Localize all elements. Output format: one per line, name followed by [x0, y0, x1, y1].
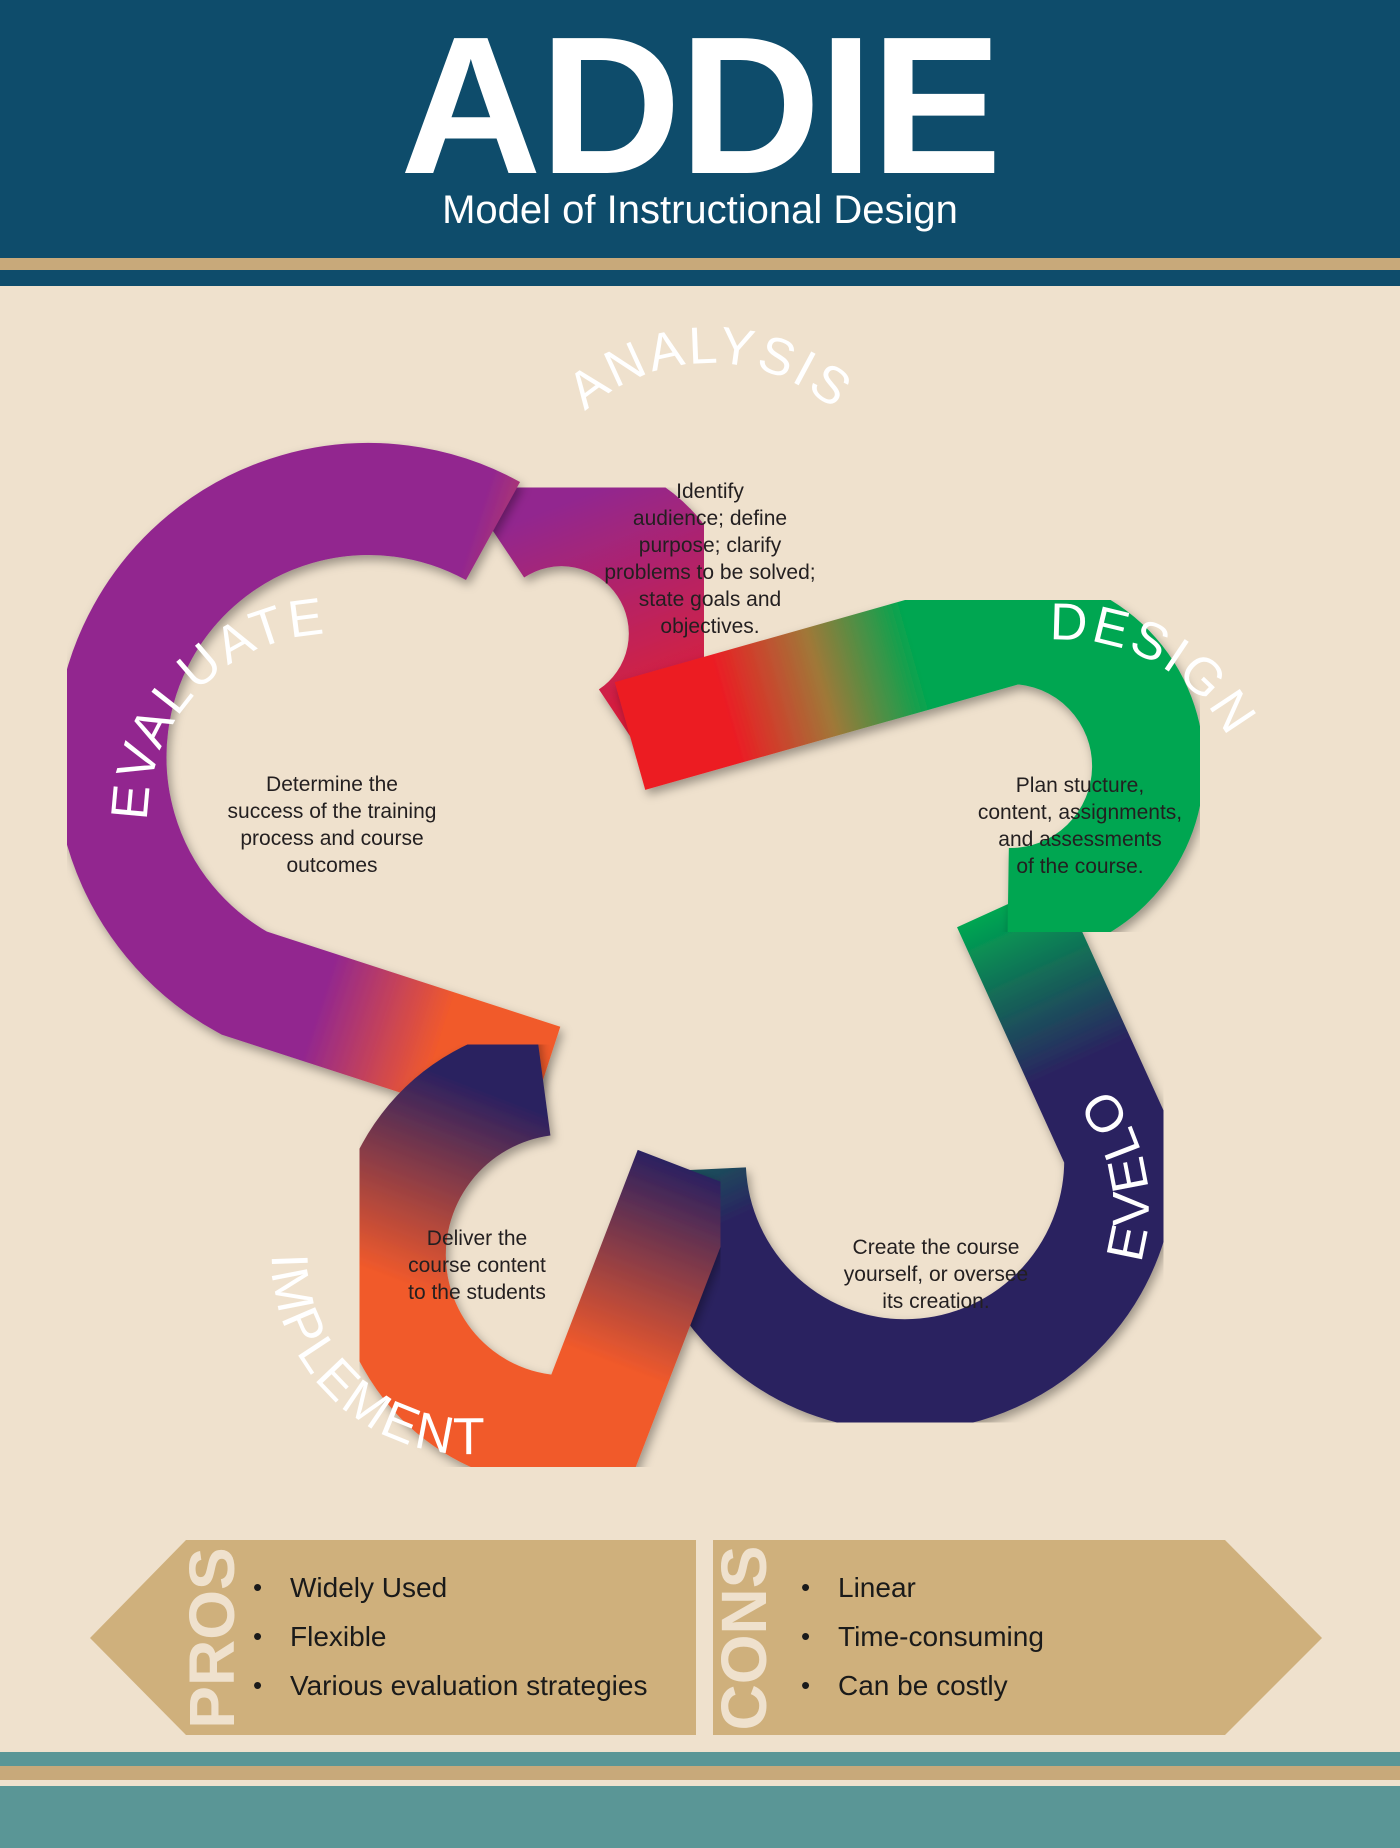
- design-description-line: of the course.: [1016, 855, 1144, 878]
- evaluate-description-line: process and course: [240, 827, 424, 850]
- page-subtitle: Model of Instructional Design: [442, 188, 958, 232]
- cons-item: Time-consuming: [798, 1612, 1198, 1661]
- evaluate-description-line: success of the training: [227, 800, 437, 823]
- implement-description-line: to the students: [408, 1281, 546, 1304]
- cons-label: CONS: [708, 1545, 780, 1731]
- pros-item: Various evaluation strategies: [250, 1661, 690, 1710]
- analysis-description-line: problems to be solved;: [604, 561, 816, 584]
- design-description-line: Plan stucture,: [1015, 774, 1145, 797]
- pros-label: PROS: [176, 1547, 248, 1729]
- design-description-line: content, assignments,: [977, 801, 1183, 824]
- header-gold-stripe: [0, 258, 1400, 270]
- analysis-title: ANALYSIS: [557, 317, 863, 421]
- evaluate-description-line: outcomes: [286, 854, 378, 877]
- develop-description-line: its creation.: [882, 1290, 990, 1313]
- implement-description-line: Deliver the: [426, 1227, 528, 1250]
- cons-item: Can be costly: [798, 1661, 1198, 1710]
- evaluate-description-line: Determine the: [266, 773, 398, 796]
- cons-list: Linear Time-consuming Can be costly: [798, 1563, 1198, 1710]
- stage-rings: [54, 442, 1204, 1488]
- design-description: Plan stucture, content, assignments, and a…: [930, 772, 1230, 880]
- pros-list: Widely Used Flexible Various evaluation …: [250, 1563, 690, 1710]
- evaluate-description: Determine the success of the training proc…: [182, 771, 482, 879]
- develop-description-line: Create the course: [852, 1236, 1020, 1259]
- develop-description: Create the course yourself, or oversee its…: [786, 1234, 1086, 1315]
- design-description-line: and assessments: [998, 828, 1162, 851]
- header-banner: ADDIE Model of Instructional Design: [0, 0, 1400, 258]
- design-ring: [614, 571, 1204, 961]
- implement-description: Deliver the course content to the students: [327, 1225, 627, 1306]
- analysis-description-line: objectives.: [660, 615, 760, 638]
- analysis-description-line: purpose; clarify: [638, 534, 782, 557]
- footer-teal-stripe: [0, 1752, 1400, 1766]
- cons-arrow-tip: [1225, 1540, 1322, 1735]
- footer-band: [0, 1786, 1400, 1848]
- develop-ring: [634, 880, 1177, 1432]
- footer-gold-stripe: [0, 1766, 1400, 1780]
- implement-description-line: course content: [408, 1254, 546, 1277]
- analysis-description-line: state goals and: [638, 588, 782, 611]
- evaluate-ring: [54, 442, 561, 1134]
- implement-ring: [333, 1024, 743, 1488]
- analysis-description-line: audience; define: [632, 507, 788, 530]
- header-blue-stripe: [0, 270, 1400, 286]
- cons-item: Linear: [798, 1563, 1198, 1612]
- page-title: ADDIE: [400, 0, 1002, 215]
- pros-item: Widely Used: [250, 1563, 690, 1612]
- analysis-description: Identify audience; define purpose; clarify…: [560, 478, 860, 640]
- develop-description-line: yourself, or oversee: [843, 1263, 1029, 1286]
- analysis-description-line: Identify: [676, 480, 744, 503]
- pros-item: Flexible: [250, 1612, 690, 1661]
- pros-arrow-tip: [90, 1540, 186, 1735]
